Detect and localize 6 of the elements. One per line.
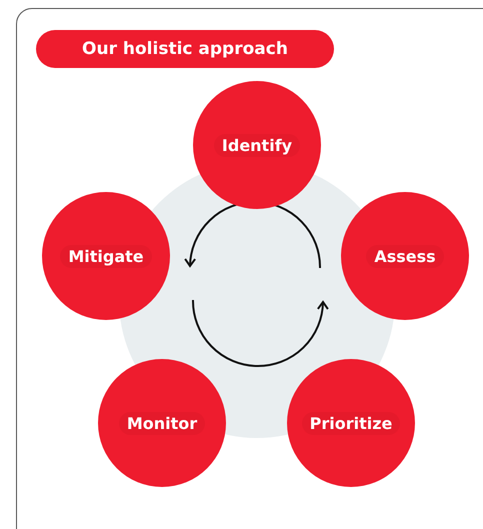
step-label: Identify (214, 134, 300, 156)
step-label: Prioritize (302, 412, 400, 434)
step-label: Monitor (118, 412, 206, 434)
title-banner: Our holistic approach (36, 30, 334, 68)
step-label: Mitigate (60, 244, 152, 268)
step-label: Assess (366, 244, 444, 268)
